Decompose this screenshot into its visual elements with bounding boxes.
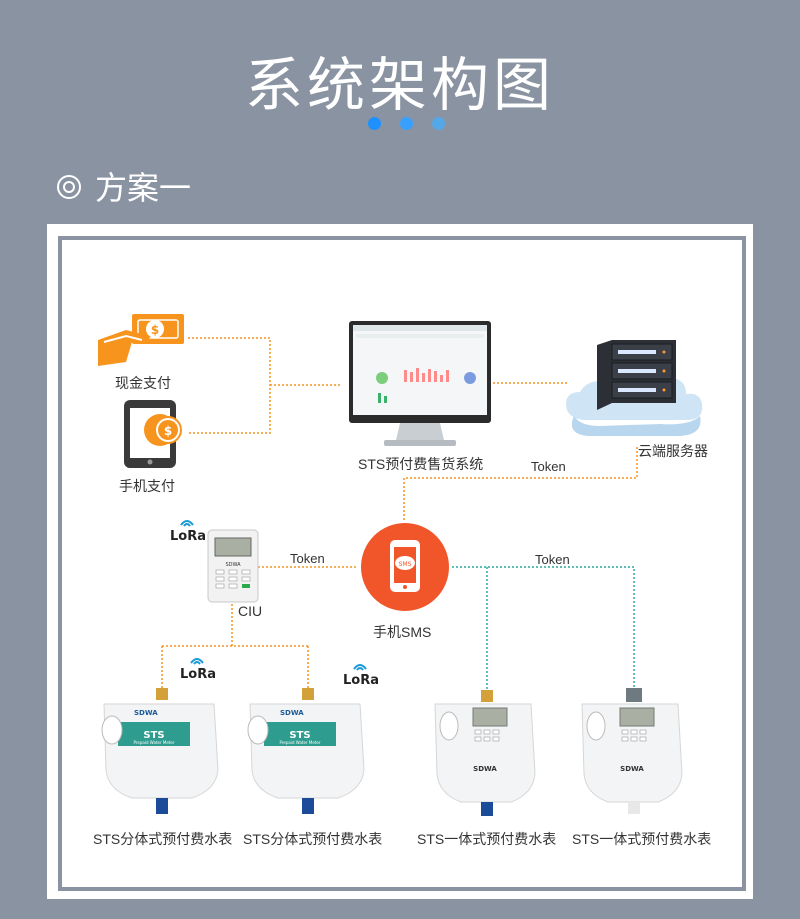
meter-1-label: STS分体式预付费水表	[93, 831, 233, 847]
svg-text:SDWA: SDWA	[134, 709, 158, 717]
sms-icon-text: SMS	[399, 561, 412, 568]
sms-to-meters-line	[452, 566, 635, 690]
lora-badge-meter-1: LoRa	[180, 658, 216, 682]
wireless-icon	[353, 664, 367, 671]
cloud-to-sms-line	[403, 447, 638, 520]
svg-text:STS: STS	[289, 730, 310, 741]
lora-text: LoRa	[343, 673, 379, 688]
svg-text:Prepaid Water Meter: Prepaid Water Meter	[134, 740, 175, 745]
svg-text:$: $	[164, 424, 172, 438]
lora-text: LoRa	[170, 529, 206, 544]
wireless-icon	[180, 520, 194, 527]
dot-1	[368, 117, 381, 130]
bullet-icon	[57, 175, 81, 199]
meter-split-2: STS Prepaid Water Meter SDWA	[247, 688, 365, 814]
svg-text:$: $	[151, 323, 159, 337]
sms-label: 手机SMS	[373, 624, 432, 640]
meter-split-1: STS Prepaid Water Meter SDWA	[101, 688, 219, 814]
sts-system-label: STS预付费售货系统	[358, 456, 484, 472]
cash-payment-label: 现金支付	[115, 375, 171, 391]
svg-text:SDWA: SDWA	[280, 709, 304, 717]
meter-integrated-2: SDWA	[581, 688, 683, 814]
cash-payment-icon: $	[98, 314, 184, 366]
dot-2	[400, 117, 413, 130]
wireless-icon	[190, 658, 204, 665]
meter-3-label: STS一体式预付费水表	[417, 831, 557, 847]
sms-hub-icon: SMS	[361, 523, 449, 611]
svg-text:SDWA: SDWA	[620, 765, 644, 773]
meter-2-label: STS分体式预付费水表	[243, 831, 383, 847]
page-title: 系统架构图	[244, 51, 555, 119]
token-ciu-sms: Token	[290, 551, 325, 566]
ciu-to-meters-line	[161, 600, 309, 690]
cloud-server-icon	[566, 340, 703, 436]
section-heading: 方案一	[57, 163, 191, 209]
svg-text:Prepaid Water Meter: Prepaid Water Meter	[280, 740, 321, 745]
section-label: 方案一	[95, 169, 192, 207]
mobile-payment-label: 手机支付	[119, 478, 175, 494]
cloud-server-label: 云端服务器	[638, 443, 708, 459]
lora-badge-meter-2: LoRa	[343, 664, 379, 688]
svg-text:STS: STS	[143, 730, 164, 741]
ciu-device-icon: SDWA	[207, 529, 259, 603]
svg-text:SDWA: SDWA	[225, 562, 241, 568]
svg-text:SDWA: SDWA	[473, 765, 497, 773]
token-cloud-sms: Token	[531, 459, 566, 474]
connector-lines	[161, 337, 638, 690]
dot-3	[432, 117, 445, 130]
meter-integrated-1: SDWA	[434, 690, 536, 816]
token-sms-meters: Token	[535, 552, 570, 567]
monitor-icon	[349, 321, 491, 446]
ciu-label: CIU	[238, 603, 263, 619]
lora-badge-ciu: LoRa	[170, 520, 206, 544]
lora-text: LoRa	[180, 667, 216, 682]
diagram-frame	[58, 236, 746, 891]
meter-4-label: STS一体式预付费水表	[572, 831, 712, 847]
payment-line	[188, 337, 271, 434]
mobile-payment-icon: $	[124, 400, 182, 468]
